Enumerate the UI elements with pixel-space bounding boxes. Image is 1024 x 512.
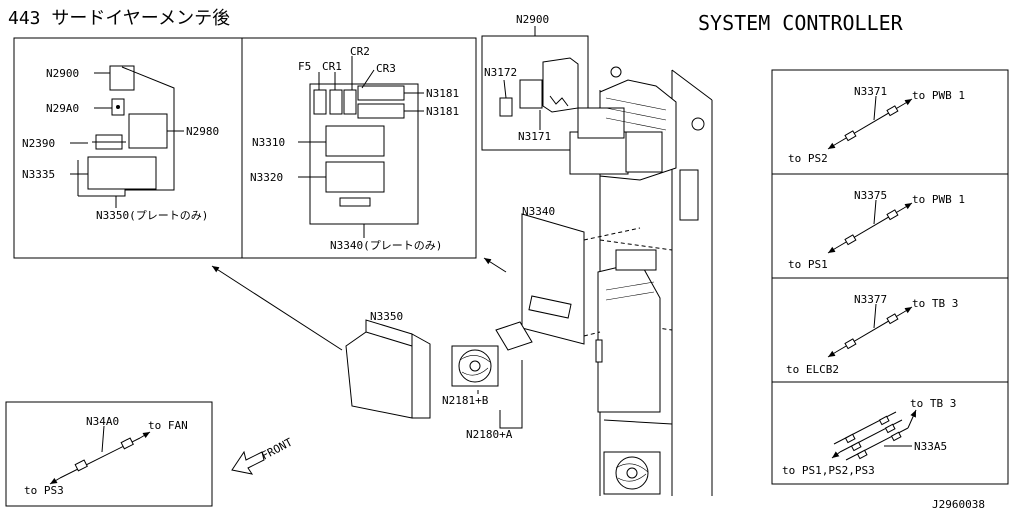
label-n2390: N2390 bbox=[22, 137, 55, 150]
plate-n3350-detail bbox=[70, 65, 184, 208]
arrow-to-n3340-detail bbox=[483, 257, 507, 273]
system-title: SYSTEM CONTROLLER bbox=[698, 11, 904, 35]
plate-n3340-detail bbox=[298, 56, 424, 238]
label-n29a0: N29A0 bbox=[46, 102, 79, 115]
label-n2900-inset: N2900 bbox=[516, 13, 549, 26]
section-title: 443 サードイヤーメンテ後 bbox=[8, 8, 230, 29]
label-n3181-b: N3181 bbox=[426, 105, 459, 118]
label-n3371-to-bottom: to PS2 bbox=[788, 152, 828, 165]
cabinet-illustration bbox=[569, 66, 713, 496]
cable-n3377 bbox=[827, 303, 913, 358]
label-n3340-plate: N3340(プレートのみ) bbox=[330, 239, 442, 252]
fan-n2181 bbox=[451, 345, 499, 387]
label-cr2: CR2 bbox=[350, 45, 370, 58]
label-n3350-main: N3350 bbox=[370, 310, 403, 323]
front-indicator: FRONT bbox=[231, 435, 295, 475]
label-n3375: N3375 bbox=[854, 189, 887, 202]
label-n33a5-to-bottom: to PS1,PS2,PS3 bbox=[782, 464, 875, 477]
label-n3335: N3335 bbox=[22, 168, 55, 181]
n2900-inset-parts bbox=[499, 57, 579, 117]
label-cr3: CR3 bbox=[376, 62, 396, 75]
label-n3377-to-top: to TB 3 bbox=[912, 297, 958, 310]
label-n33a5-to-top: to TB 3 bbox=[910, 397, 956, 410]
label-n2900-detail: N2900 bbox=[46, 67, 79, 80]
label-n3371: N3371 bbox=[854, 85, 887, 98]
fan-bracket bbox=[495, 321, 533, 351]
cable-stack bbox=[771, 69, 1009, 485]
cable-n3375 bbox=[827, 199, 913, 254]
label-n2980: N2980 bbox=[186, 125, 219, 138]
label-n3350-plate: N3350(プレートのみ) bbox=[96, 209, 208, 222]
label-n3371-to-top: to PWB 1 bbox=[912, 89, 965, 102]
drawing-id: J2960038 bbox=[932, 498, 985, 511]
arrow-to-n3350-detail bbox=[211, 265, 343, 351]
detail-box bbox=[13, 37, 477, 259]
label-n3320: N3320 bbox=[250, 171, 283, 184]
label-to-ps3: to PS3 bbox=[24, 484, 64, 497]
label-n34a0: N34A0 bbox=[86, 415, 119, 428]
label-n3171: N3171 bbox=[518, 130, 551, 143]
cable-n34a0 bbox=[49, 425, 151, 485]
label-n3340-main: N3340 bbox=[522, 205, 555, 218]
n3350-cover-exploded bbox=[345, 319, 431, 419]
label-f5: F5 bbox=[298, 60, 311, 73]
cable-n33a5 bbox=[831, 409, 917, 461]
cable-n3371 bbox=[827, 95, 913, 150]
label-n2180a: N2180+A bbox=[466, 428, 513, 441]
label-n3181-a: N3181 bbox=[426, 87, 459, 100]
label-n3310: N3310 bbox=[252, 136, 285, 149]
label-n3375-to-top: to PWB 1 bbox=[912, 193, 965, 206]
label-to-fan: to FAN bbox=[148, 419, 188, 432]
label-cr1: CR1 bbox=[322, 60, 342, 73]
label-n3377-to-bottom: to ELCB2 bbox=[786, 363, 839, 376]
front-label: FRONT bbox=[259, 435, 295, 462]
label-n2181b: N2181+B bbox=[442, 394, 489, 407]
fan-cable-box bbox=[5, 401, 213, 507]
n3340-plate-exploded bbox=[521, 213, 641, 345]
label-n3377: N3377 bbox=[854, 293, 887, 306]
label-n3375-to-bottom: to PS1 bbox=[788, 258, 828, 271]
label-n3172: N3172 bbox=[484, 66, 517, 79]
label-n33a5: N33A5 bbox=[914, 440, 947, 453]
